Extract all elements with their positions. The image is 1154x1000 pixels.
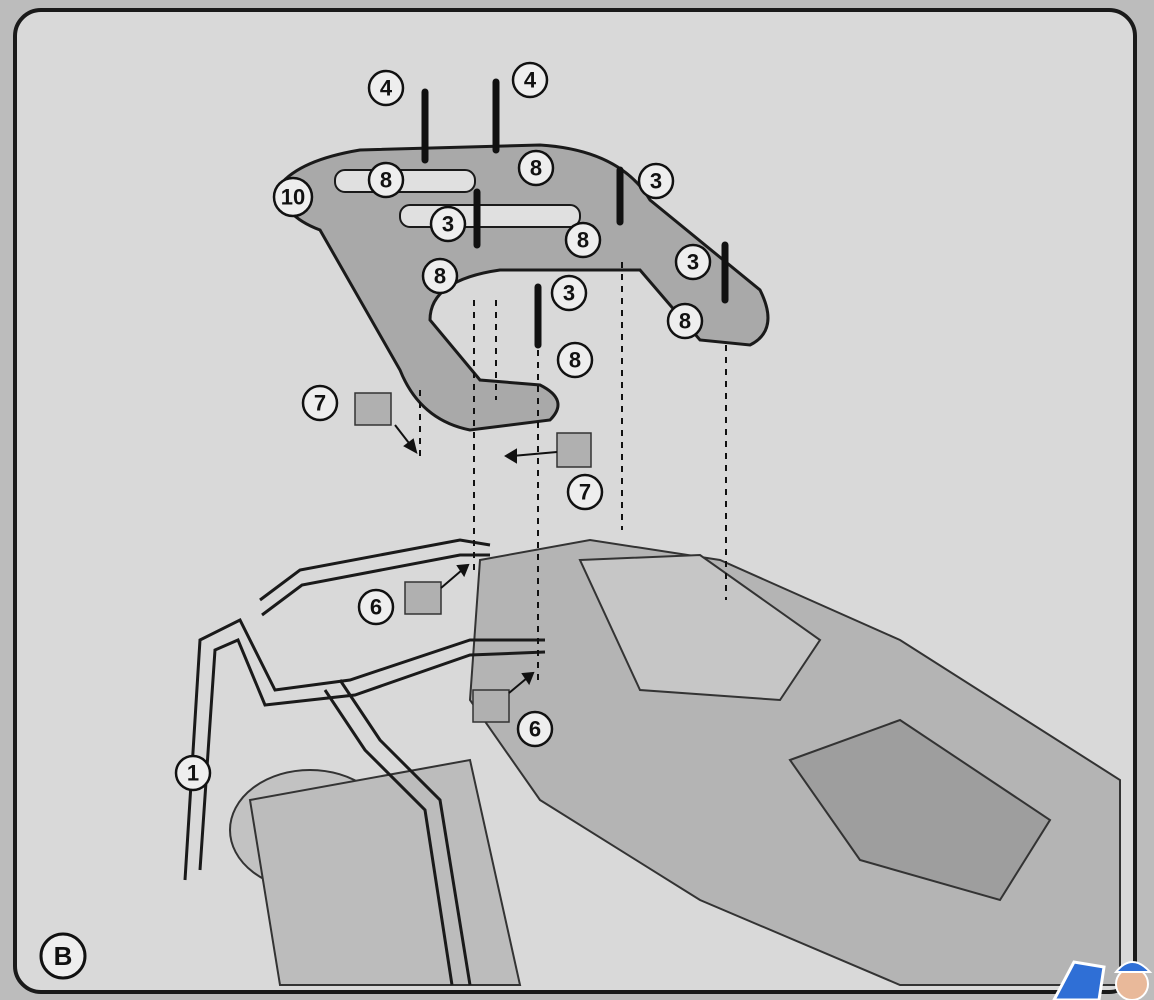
spacer-icon (404, 581, 442, 615)
callout-label: 7 (579, 480, 591, 505)
callout-label: 8 (679, 309, 691, 334)
callout-label: 10 (281, 185, 305, 210)
callout-label: 8 (577, 228, 589, 253)
panel-label-text: B (54, 941, 73, 971)
spacer-icon (472, 689, 510, 723)
callout-label: 6 (370, 595, 382, 620)
panel-label: B (39, 932, 87, 980)
mascot-logo (1052, 960, 1153, 1000)
callout-label: 3 (650, 169, 662, 194)
pointer-arrows (394, 424, 558, 694)
callout-label: 3 (687, 250, 699, 275)
callout-label: 3 (563, 281, 575, 306)
spacer-icon (556, 432, 592, 468)
callout-list: 4 4 8 8 10 3 3 8 3 8 3 8 8 7 7 6 6 1 (174, 61, 712, 792)
callout-label: 8 (530, 156, 542, 181)
callout-label: 4 (524, 68, 537, 93)
callout-label: 8 (434, 264, 446, 289)
callout-label: 6 (529, 717, 541, 742)
callout-label: 7 (314, 391, 326, 416)
callout-label: 4 (380, 76, 393, 101)
side-frame (183, 538, 546, 986)
callout-label: 8 (380, 168, 392, 193)
callout-label: 1 (187, 761, 199, 786)
bolts (421, 78, 729, 349)
guide-lines (419, 262, 727, 680)
callout-label: 3 (442, 212, 454, 237)
callout-label: 8 (569, 348, 581, 373)
motorcycle-rear (229, 538, 1121, 986)
spacers (354, 392, 592, 723)
spacer-icon (354, 392, 392, 426)
